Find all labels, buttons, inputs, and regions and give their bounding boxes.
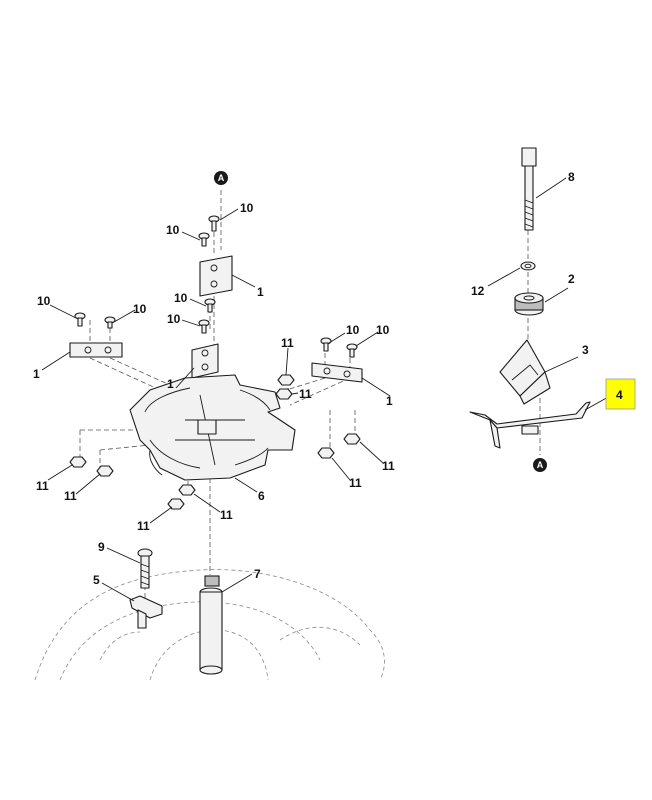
bolt [346,343,358,358]
leader-lines [41,177,611,602]
nut [277,374,295,386]
bolt [198,232,210,247]
nuts [69,374,361,510]
nut [317,447,335,459]
callout-10: 10 [37,294,51,308]
ref-marker-right-label: A [537,460,544,470]
ref-marker-top: A [214,171,228,185]
callout-10: 10 [174,291,188,305]
callout-10: 10 [346,323,360,337]
long-bolt [521,147,537,231]
callout-1: 1 [167,377,174,391]
bolts [74,215,358,358]
callout-11: 11 [64,489,77,503]
callout-11: 11 [299,387,312,401]
callout-11: 11 [137,519,150,533]
nut [167,498,185,510]
highlight-box [605,378,636,410]
callout-11: 11 [382,459,395,473]
callout-11: 11 [349,476,362,490]
callout-12: 12 [471,284,485,298]
nut [96,465,114,477]
mounting-plate-left [69,342,123,358]
nut [343,433,361,445]
callout-10: 10 [166,223,180,237]
mounting-plate-center [191,343,219,379]
callout-10: 10 [167,312,181,326]
callout-10: 10 [133,302,147,316]
bracket [129,595,163,629]
blade-adapter [499,339,551,405]
ref-marker-right: A [533,458,547,472]
bolt [204,298,216,313]
callout-2: 2 [568,272,575,286]
callouts: 1 1 1 1 2 3 4 5 6 7 8 9 10 10 10 10 10 1… [33,170,623,587]
nut [69,456,87,468]
callout-11: 11 [220,508,233,522]
bolt [208,215,220,232]
callout-10: 10 [240,201,254,215]
shaft [199,575,223,675]
spacer [514,292,544,316]
callout-10: 10 [376,323,390,337]
callout-11: 11 [36,479,49,493]
bolt [104,316,116,329]
callout-9: 9 [98,540,105,554]
blade-disc [129,374,296,481]
mower-deck-outline [34,569,385,681]
callout-6: 6 [258,489,265,503]
callout-1: 1 [257,285,264,299]
callout-4: 4 [616,388,623,402]
nut [178,484,196,496]
washer [520,261,536,271]
callout-1: 1 [33,367,40,381]
bolt [198,319,210,334]
callout-8: 8 [568,170,575,184]
callout-11: 11 [281,336,294,350]
hex-bolt [137,548,153,589]
callout-1: 1 [386,394,393,408]
callout-7: 7 [254,567,261,581]
callout-5: 5 [93,573,100,587]
mounting-plate-top [199,255,233,297]
nut [275,388,293,400]
bolt [320,337,332,352]
callout-3: 3 [582,343,589,357]
mower-blade [469,401,591,449]
bolt [74,312,86,327]
mounting-plate-right [311,362,363,383]
ref-marker-top-label: A [218,173,225,183]
